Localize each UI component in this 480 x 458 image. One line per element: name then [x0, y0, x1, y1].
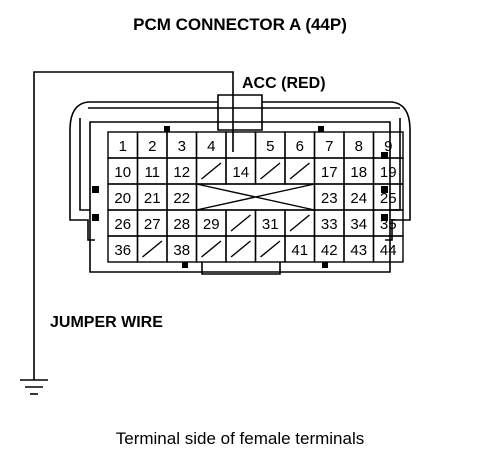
terminal-label-22: 22: [173, 190, 190, 207]
terminal-label-10: 10: [114, 164, 131, 181]
terminal-label-7: 7: [325, 138, 333, 155]
terminal-label-35: 35: [380, 216, 397, 233]
terminal-label-4: 4: [207, 138, 215, 155]
terminal-label-26: 26: [114, 216, 131, 233]
terminal-label-14: 14: [232, 164, 249, 181]
terminal-label-8: 8: [355, 138, 363, 155]
terminal-label-19: 19: [380, 164, 397, 181]
terminal-label-23: 23: [321, 190, 338, 207]
terminal-label-41: 41: [291, 242, 308, 259]
terminal-label-38: 38: [173, 242, 190, 259]
unused-terminal-slash: [201, 162, 222, 180]
unused-terminal-slash: [289, 214, 310, 232]
unused-terminal-slash: [142, 240, 163, 258]
unused-terminal-slash: [201, 240, 222, 258]
terminal-label-17: 17: [321, 164, 338, 181]
jumper-wire-label: JUMPER WIRE: [50, 314, 163, 331]
terminal-label-11: 11: [144, 164, 160, 181]
acc-label: ACC (RED): [242, 75, 326, 92]
ground-icon: [20, 379, 48, 395]
blocked-area: [195, 183, 316, 211]
terminal-44: [372, 235, 404, 263]
unused-terminal-slash: [230, 214, 251, 232]
terminal-label-9: 9: [384, 138, 392, 155]
terminal-label-18: 18: [350, 164, 367, 181]
diagram-title: PCM CONNECTOR A (44P): [133, 15, 347, 34]
terminal-label-31: 31: [262, 216, 279, 233]
terminal-empty: [225, 131, 257, 159]
jumper-wire: [33, 71, 234, 380]
unused-terminal-slash: [260, 240, 281, 258]
unused-terminal-slash: [260, 162, 281, 180]
terminal-label-44: 44: [380, 242, 397, 259]
terminal-label-25: 25: [380, 190, 397, 207]
terminal-label-5: 5: [266, 138, 274, 155]
caption: Terminal side of female terminals: [116, 429, 364, 448]
terminal-label-27: 27: [144, 216, 161, 233]
terminal-label-3: 3: [178, 138, 186, 155]
terminal-label-36: 36: [114, 242, 131, 259]
blocked-area-cross: [196, 183, 315, 211]
terminal-label-34: 34: [350, 216, 367, 233]
terminal-label-2: 2: [148, 138, 156, 155]
terminal-label-33: 33: [321, 216, 338, 233]
terminal-label-20: 20: [114, 190, 131, 207]
unused-terminal-slash: [230, 240, 251, 258]
terminal-label-28: 28: [173, 216, 190, 233]
terminal-label-21: 21: [144, 190, 161, 207]
terminal-label-12: 12: [173, 164, 190, 181]
terminal-label-29: 29: [203, 216, 220, 233]
terminal-label-43: 43: [350, 242, 367, 259]
terminal-label-1: 1: [119, 138, 127, 155]
unused-terminal-slash: [289, 162, 310, 180]
terminal-label-6: 6: [296, 138, 304, 155]
connector-housing: [69, 94, 411, 275]
terminal-label-24: 24: [350, 190, 367, 207]
terminal-label-42: 42: [321, 242, 338, 259]
